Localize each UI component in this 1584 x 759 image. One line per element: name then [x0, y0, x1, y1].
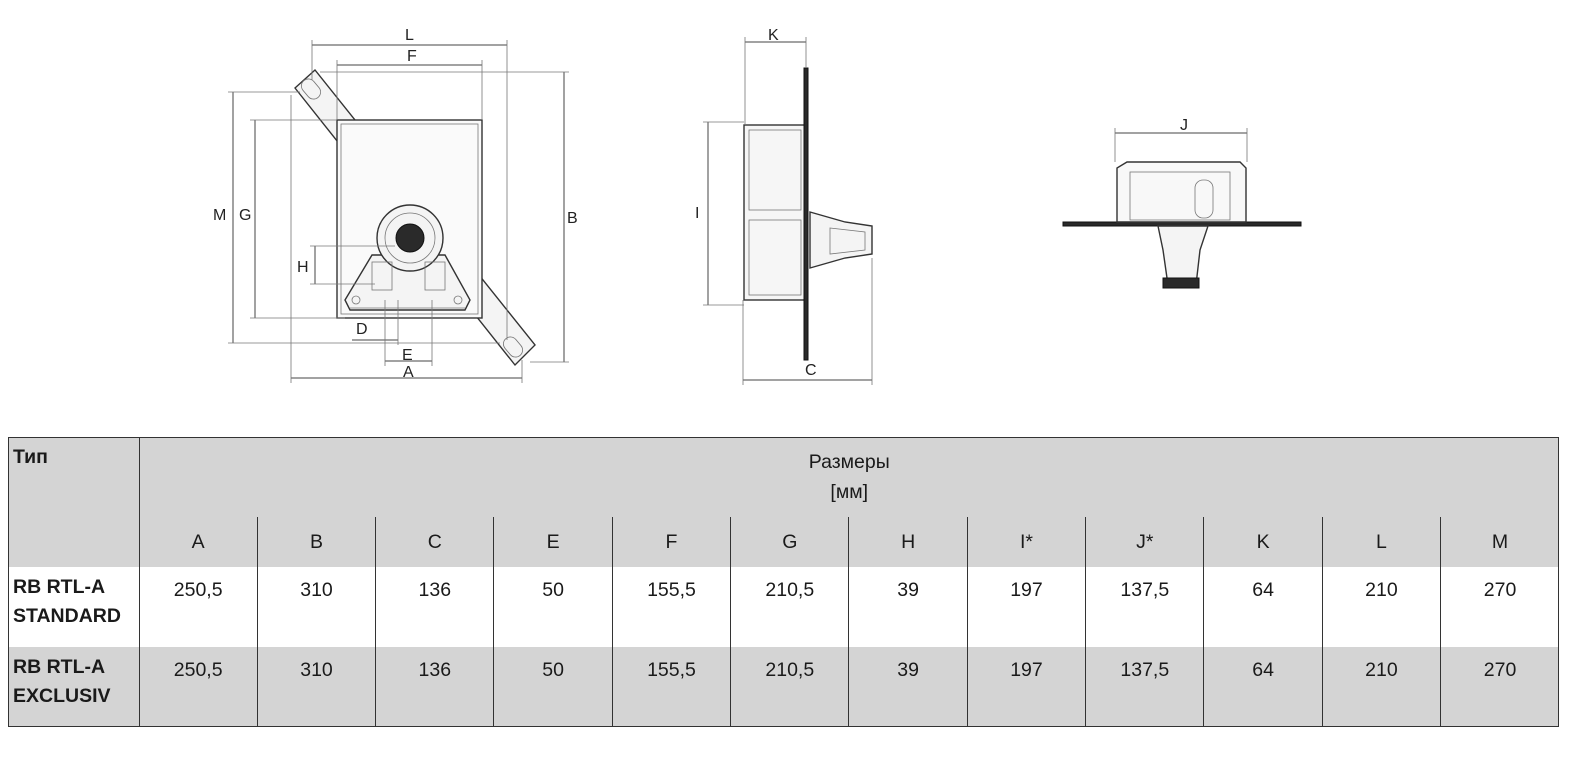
- table-cell: 64: [1203, 567, 1323, 647]
- table-row: RB RTL-A STANDARD 250,5 310 136 50 155,5…: [8, 567, 1559, 647]
- column-header: K: [1203, 517, 1323, 567]
- row-type-line2: STANDARD: [13, 605, 121, 627]
- dim-label-E: E: [402, 347, 413, 364]
- table-cell: 210: [1321, 567, 1441, 647]
- side-view: K I C: [695, 27, 873, 385]
- table-cell: 250,5: [139, 647, 258, 727]
- dimensions-table: Тип Размеры [мм] A B C E F G H I* J* K L…: [8, 437, 1559, 727]
- table-cell: 210: [1321, 647, 1441, 727]
- top-view: J: [1062, 117, 1302, 289]
- table-column-row: A B C E F G H I* J* K L M: [8, 517, 1559, 567]
- column-header: M: [1440, 517, 1559, 567]
- dim-label-I: I: [695, 205, 699, 222]
- dims-title: Размеры: [808, 451, 890, 473]
- table-title-row: Тип Размеры [мм]: [8, 437, 1559, 567]
- table-cell: 137,5: [1085, 567, 1204, 647]
- type-header-label: Тип: [13, 446, 48, 468]
- column-header: J*: [1085, 517, 1204, 567]
- table-cell: 136: [375, 647, 494, 727]
- dim-label-F: F: [407, 48, 417, 65]
- table-cell: 155,5: [611, 567, 731, 647]
- table-cell: 197: [966, 647, 1086, 727]
- dim-label-C: C: [805, 362, 817, 379]
- table-cell: 50: [493, 647, 613, 727]
- table-cell: 64: [1203, 647, 1323, 727]
- column-header: E: [493, 517, 613, 567]
- column-header: A: [139, 517, 258, 567]
- table-cell: 155,5: [611, 647, 731, 727]
- table-cell: 210,5: [730, 647, 849, 727]
- table-cell: 137,5: [1085, 647, 1204, 727]
- dim-label-L: L: [405, 27, 414, 44]
- column-header: I*: [966, 517, 1086, 567]
- column-header: B: [256, 517, 376, 567]
- row-type-line1: RB RTL-A: [13, 656, 106, 678]
- technical-drawing: L F M G B H D E A K I C: [213, 27, 1302, 385]
- dim-label-J: J: [1180, 117, 1188, 134]
- drawing-svg: L F M G B H D E A K I C: [213, 27, 1302, 385]
- column-header: C: [375, 517, 494, 567]
- table-cell: 39: [848, 647, 968, 727]
- dims-header: Размеры [мм]: [139, 437, 1559, 517]
- table-cell: 50: [493, 567, 613, 647]
- table-cell: 250,5: [139, 567, 258, 647]
- table-row: RB RTL-A EXCLUSIV 250,5 310 136 50 155,5…: [8, 647, 1559, 727]
- dim-label-A: A: [403, 364, 414, 381]
- dim-label-H: H: [297, 259, 309, 276]
- dim-label-K: K: [768, 27, 779, 44]
- table-cell: 210,5: [730, 567, 849, 647]
- column-header: L: [1321, 517, 1441, 567]
- table-cell: 136: [375, 567, 494, 647]
- row-type-cell: RB RTL-A EXCLUSIV: [8, 647, 140, 727]
- dim-label-G: G: [239, 207, 251, 224]
- dim-label-M: M: [213, 207, 226, 224]
- table-cell: 310: [256, 567, 376, 647]
- table-cell: 310: [256, 647, 376, 727]
- column-header: G: [730, 517, 849, 567]
- table-cell: 270: [1440, 567, 1559, 647]
- dim-label-B: B: [567, 210, 578, 227]
- table-cell: 197: [966, 567, 1086, 647]
- table-cell: 270: [1440, 647, 1559, 727]
- dim-label-D: D: [356, 321, 368, 338]
- front-view: L F M G B H D E A: [213, 27, 578, 383]
- row-type-line2: EXCLUSIV: [13, 685, 111, 707]
- row-type-cell: RB RTL-A STANDARD: [8, 567, 140, 647]
- row-type-line1: RB RTL-A: [13, 576, 106, 598]
- dims-unit: [мм]: [830, 481, 869, 503]
- type-header: Тип: [8, 437, 140, 567]
- table-cell: 39: [848, 567, 968, 647]
- column-header: F: [611, 517, 731, 567]
- column-header: H: [848, 517, 968, 567]
